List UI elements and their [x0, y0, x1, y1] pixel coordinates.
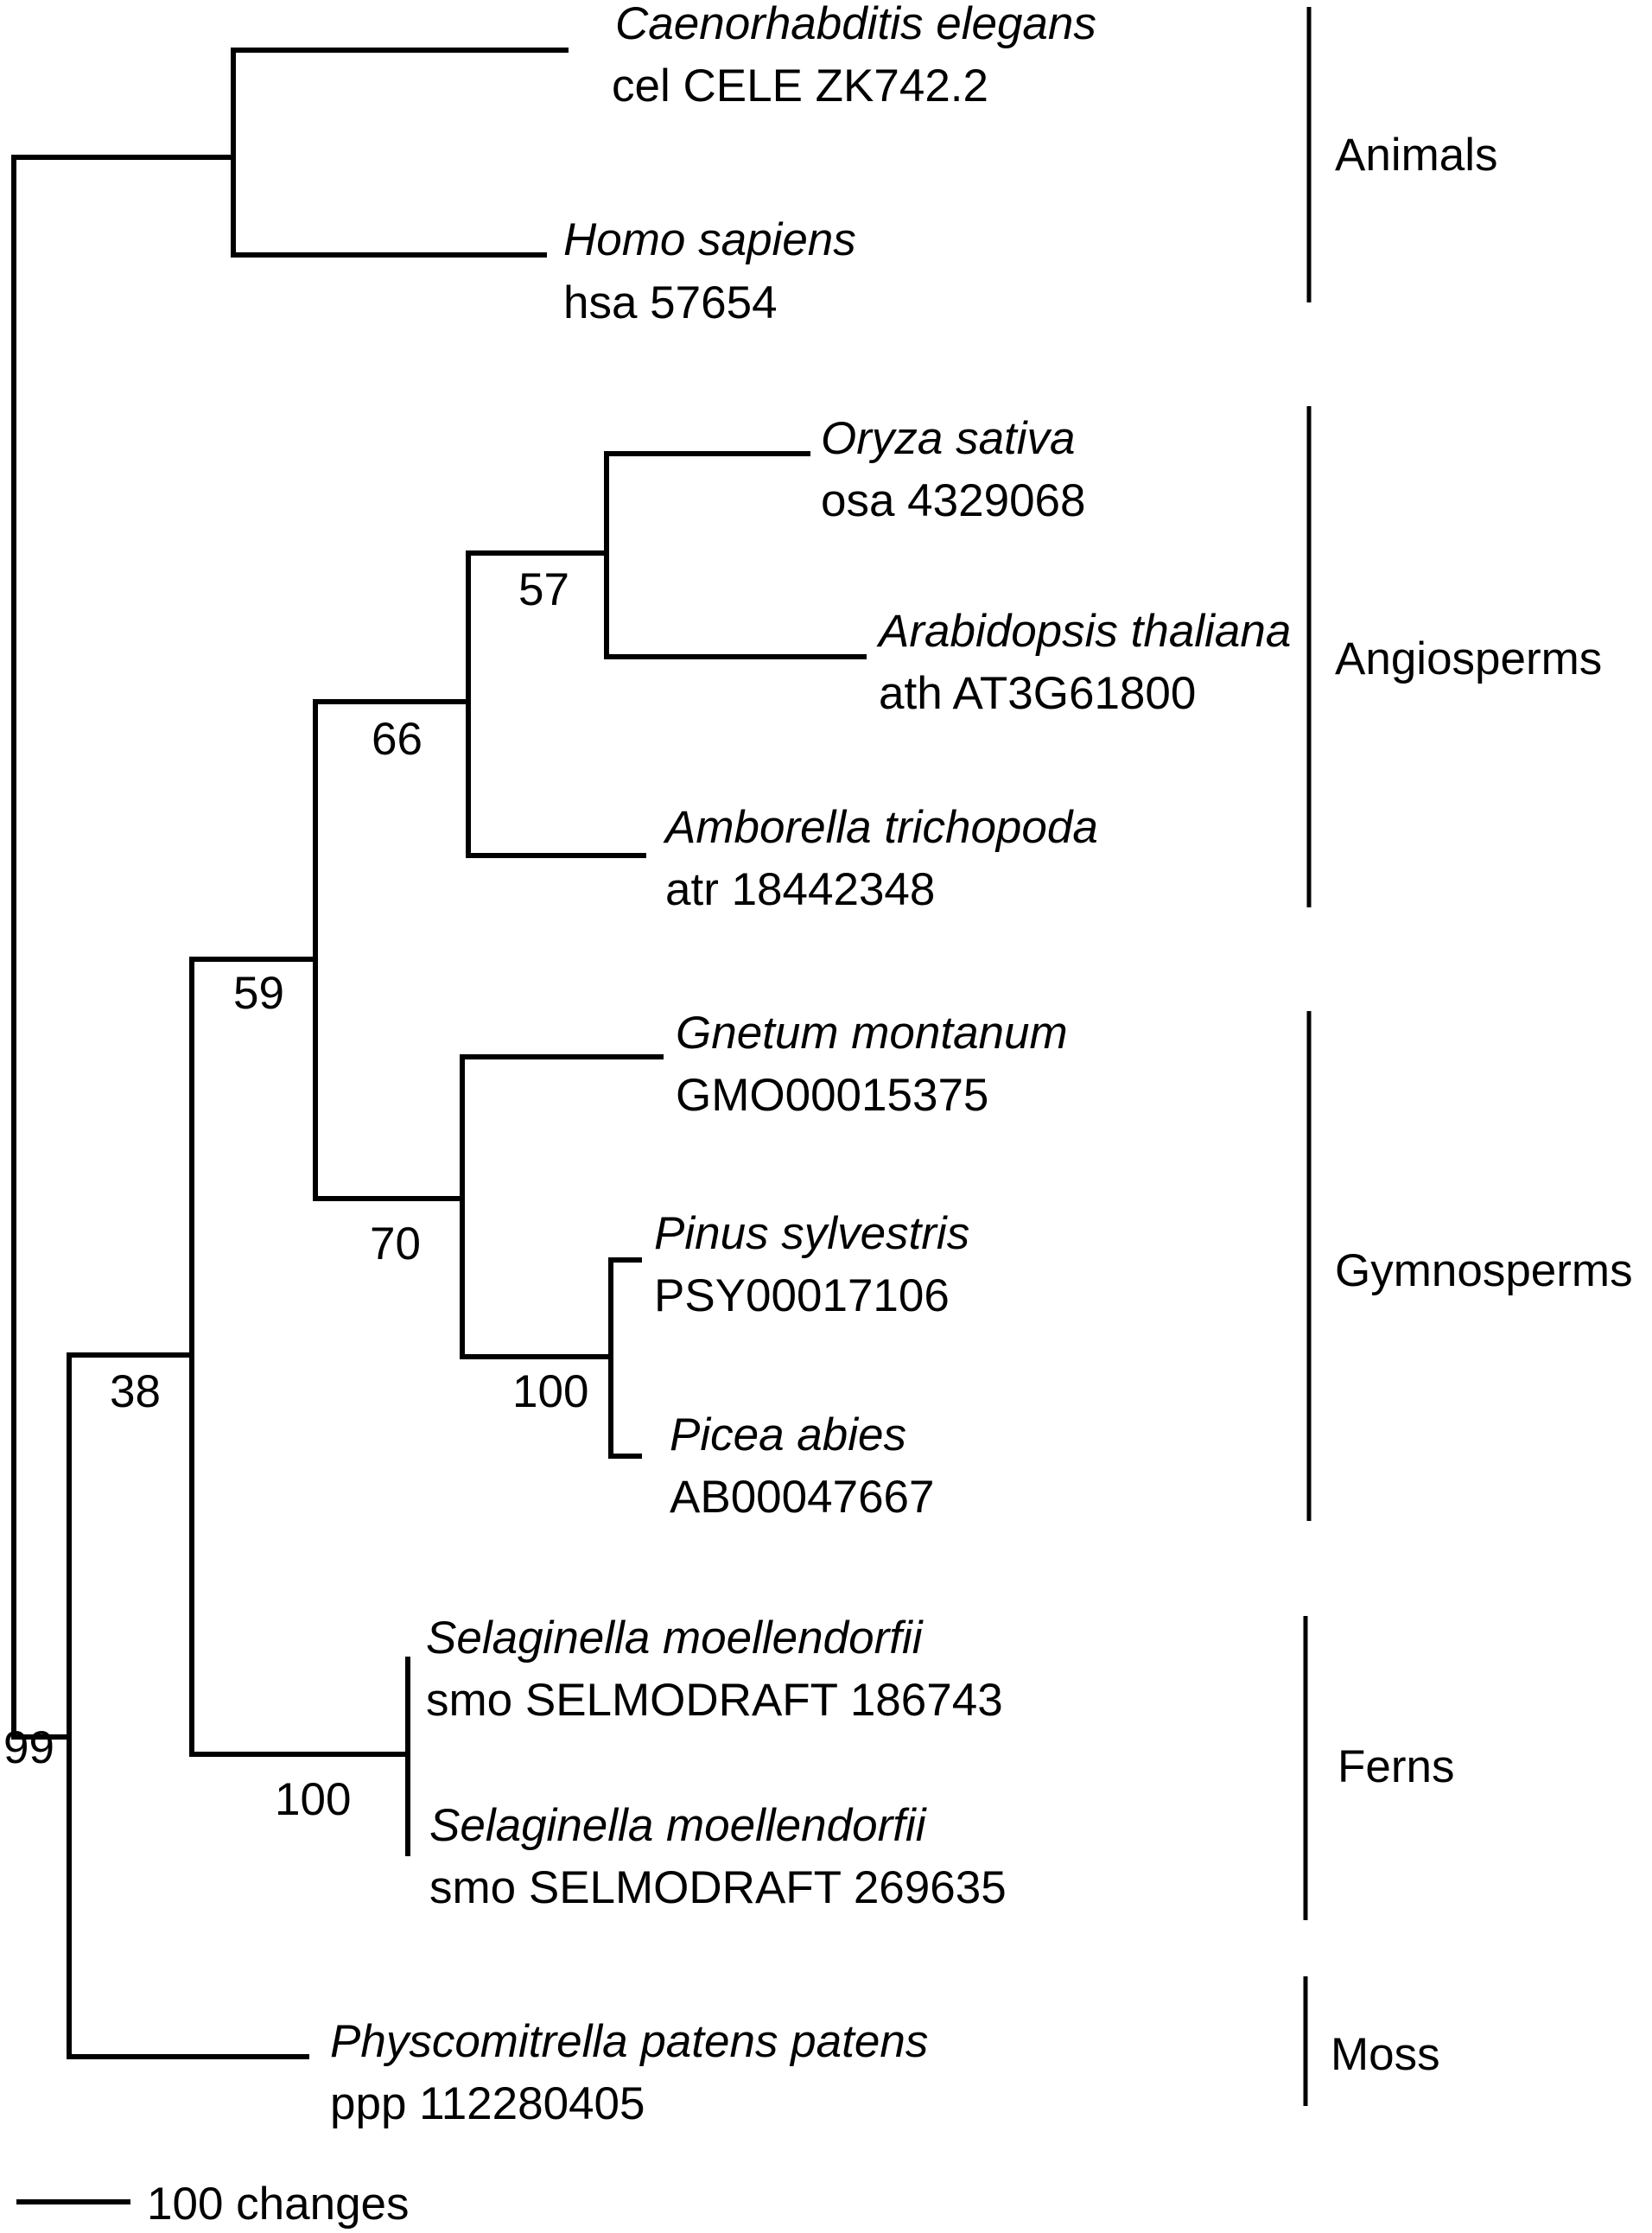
- support-value: 38: [110, 1366, 161, 1417]
- species-label: Caenorhabditis elegans: [615, 0, 1096, 49]
- species-label: Amborella trichopoda: [663, 802, 1098, 853]
- sequence-id-label: PSY00017106: [654, 1270, 950, 1321]
- support-value: 59: [233, 968, 284, 1019]
- group-label: Moss: [1331, 2029, 1440, 2080]
- sequence-id-label: GMO00015375: [676, 1070, 988, 1121]
- scale-bar-label: 100 changes: [147, 2179, 410, 2230]
- taxon-labels: Caenorhabditis elegans cel CELE ZK742.2 …: [330, 0, 1291, 2129]
- sequence-id-label: ppp 112280405: [330, 2078, 645, 2129]
- sequence-id-label: smo SELMODRAFT 269635: [429, 1862, 1007, 1913]
- tree-branches: [11, 48, 867, 2059]
- support-value: 99: [3, 1722, 54, 1773]
- species-label: Homo sapiens: [563, 214, 856, 265]
- sequence-id-label: hsa 57654: [563, 277, 778, 328]
- species-label: Selaginella moellendorfii: [426, 1613, 924, 1664]
- species-label: Arabidopsis thaliana: [876, 606, 1291, 657]
- species-label: Picea abies: [670, 1409, 906, 1460]
- support-value: 57: [518, 564, 569, 615]
- sequence-id-label: cel CELE ZK742.2: [612, 60, 988, 111]
- group-label: Gymnosperms: [1335, 1245, 1633, 1296]
- sequence-id-label: ath AT3G61800: [879, 668, 1196, 719]
- group-label: Ferns: [1337, 1741, 1454, 1792]
- support-values: 57 66 59 70 100 38 100 99: [3, 564, 588, 1825]
- species-label: Pinus sylvestris: [654, 1208, 969, 1259]
- support-value: 70: [370, 1218, 421, 1269]
- species-label: Gnetum montanum: [676, 1008, 1068, 1059]
- sequence-id-label: AB00047667: [670, 1472, 935, 1523]
- support-value: 100: [275, 1774, 351, 1825]
- species-label: Physcomitrella patens patens: [330, 2016, 928, 2067]
- support-value: 100: [512, 1366, 588, 1417]
- sequence-id-label: smo SELMODRAFT 186743: [426, 1675, 1003, 1726]
- species-label: Selaginella moellendorfii: [429, 1800, 927, 1851]
- sequence-id-label: atr 18442348: [665, 864, 935, 915]
- group-labels: Animals Angiosperms Gymnosperms Ferns Mo…: [1331, 130, 1633, 2080]
- group-label: Animals: [1335, 130, 1498, 181]
- group-label: Angiosperms: [1335, 633, 1602, 684]
- group-brackets: [1303, 7, 1312, 2106]
- support-value: 66: [372, 714, 423, 765]
- scale-bar: 100 changes: [16, 2179, 410, 2230]
- species-label: Oryza sativa: [821, 413, 1076, 464]
- sequence-id-label: osa 4329068: [821, 475, 1086, 526]
